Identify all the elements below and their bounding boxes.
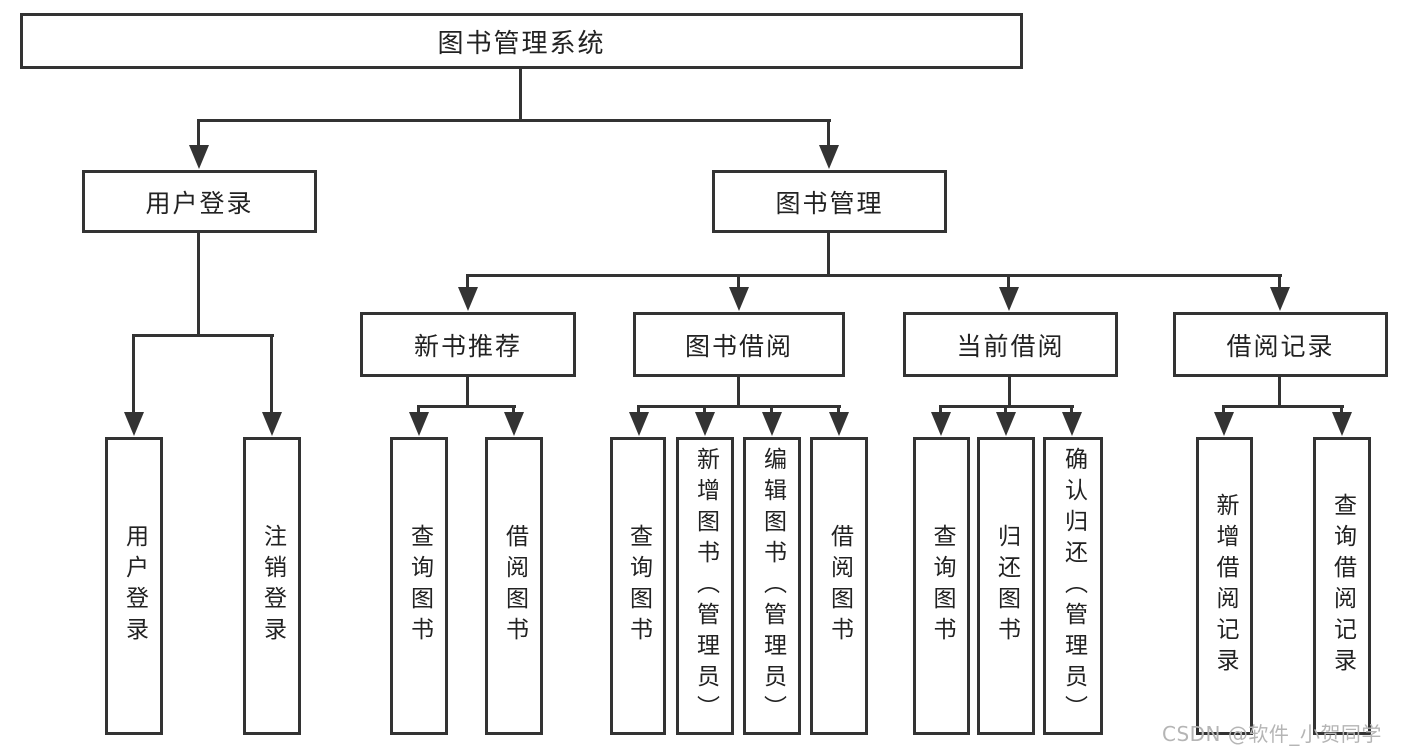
node-new-book-recommend: 新书推荐	[360, 312, 576, 377]
arrow-shaft	[1278, 274, 1281, 293]
node-book-borrowing: 图书借阅	[633, 312, 845, 377]
arrow-down-icon	[819, 145, 839, 169]
node-library-management-system: 图书管理系统	[20, 13, 1023, 69]
arrow-down-icon	[458, 287, 478, 311]
watermark: CSDN @软件_小贺同学	[1162, 722, 1382, 746]
node-book-management: 图书管理	[712, 170, 947, 233]
arrow-shaft	[1007, 274, 1010, 293]
arrow-down-icon	[931, 412, 951, 436]
leaf-recommend-borrow-books: 借阅图书	[485, 437, 543, 735]
leaf-user-login: 用户登录	[105, 437, 163, 735]
arrow-down-icon	[829, 412, 849, 436]
connector-vline	[519, 69, 522, 120]
node-borrowing-records: 借阅记录	[1173, 312, 1388, 377]
arrow-shaft	[837, 405, 840, 418]
arrow-down-icon	[695, 412, 715, 436]
node-user-login: 用户登录	[82, 170, 317, 233]
arrow-shaft	[737, 274, 740, 293]
arrow-shaft	[132, 334, 135, 418]
arrow-shaft	[1222, 405, 1225, 418]
arrow-shaft	[197, 119, 200, 151]
arrow-shaft	[827, 119, 830, 151]
arrow-down-icon	[1214, 412, 1234, 436]
connector-hline	[1222, 405, 1344, 408]
arrow-shaft	[1070, 405, 1073, 418]
connector-vline	[466, 377, 469, 407]
leaf-borrowing-edit-books-admin: 编辑图书（管理员）	[743, 437, 801, 735]
arrow-down-icon	[729, 287, 749, 311]
arrow-shaft	[417, 405, 420, 418]
arrow-down-icon	[124, 412, 144, 436]
arrow-down-icon	[762, 412, 782, 436]
connector-vline	[1008, 377, 1011, 407]
arrow-down-icon	[1332, 412, 1352, 436]
arrow-shaft	[1004, 405, 1007, 418]
arrow-down-icon	[629, 412, 649, 436]
arrow-shaft	[466, 274, 469, 293]
arrow-shaft	[270, 334, 273, 418]
arrow-down-icon	[262, 412, 282, 436]
connector-hline	[637, 405, 841, 408]
leaf-records-add-borrow-record: 新增借阅记录	[1196, 437, 1253, 735]
leaf-recommend-query-books: 查询图书	[390, 437, 448, 735]
leaf-borrowing-borrow-books: 借阅图书	[810, 437, 868, 735]
leaf-current-confirm-return-admin: 确认归还（管理员）	[1043, 437, 1103, 735]
leaf-current-query-books: 查询图书	[913, 437, 970, 735]
arrow-down-icon	[189, 145, 209, 169]
connector-hline	[132, 334, 274, 337]
arrow-shaft	[637, 405, 640, 418]
leaf-borrowing-add-books-admin: 新增图书（管理员）	[676, 437, 734, 735]
connector-vline	[197, 233, 200, 336]
arrow-shaft	[1340, 405, 1343, 418]
connector-hline	[466, 274, 1282, 277]
arrow-down-icon	[1062, 412, 1082, 436]
arrow-down-icon	[409, 412, 429, 436]
arrow-shaft	[770, 405, 773, 418]
arrow-down-icon	[504, 412, 524, 436]
connector-vline	[827, 233, 830, 276]
connector-vline	[737, 377, 740, 407]
arrow-shaft	[939, 405, 942, 418]
connector-vline	[1278, 377, 1281, 407]
arrow-down-icon	[1270, 287, 1290, 311]
leaf-records-query-borrow-record: 查询借阅记录	[1313, 437, 1371, 735]
node-current-borrowing: 当前借阅	[903, 312, 1118, 377]
connector-hline	[417, 405, 516, 408]
arrow-down-icon	[996, 412, 1016, 436]
leaf-borrowing-query-books: 查询图书	[610, 437, 666, 735]
arrow-shaft	[703, 405, 706, 418]
leaf-current-return-books: 归还图书	[977, 437, 1035, 735]
arrow-down-icon	[999, 287, 1019, 311]
arrow-shaft	[512, 405, 515, 418]
leaf-logout: 注销登录	[243, 437, 301, 735]
connector-hline	[197, 119, 831, 122]
